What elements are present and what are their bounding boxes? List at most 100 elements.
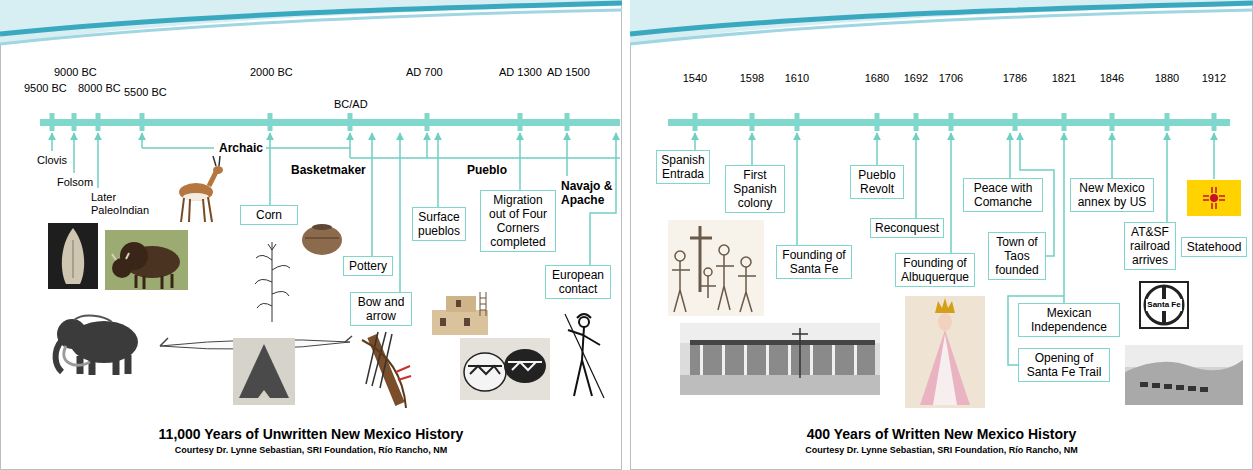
entrada-sketch-picture bbox=[675, 251, 685, 261]
timeline-event-box: Surface pueblos bbox=[412, 207, 466, 241]
entrada-sketch-picture bbox=[738, 267, 756, 312]
mammoth-picture bbox=[80, 355, 128, 375]
mammoth-picture bbox=[64, 346, 90, 365]
timeline-tick bbox=[875, 113, 880, 131]
virgin-statue-picture bbox=[935, 298, 955, 313]
timeline-event-box: First Spanish colony bbox=[725, 165, 785, 213]
virgin-statue-picture bbox=[905, 296, 985, 408]
header-swoosh bbox=[0, 10, 622, 44]
new-mexico-flag bbox=[1203, 187, 1225, 209]
credit-line: Courtesy Dr. Lynne Sebastian, SRI Founda… bbox=[0, 445, 622, 456]
santa-fe-building-photo bbox=[690, 340, 875, 345]
leader-line bbox=[751, 133, 753, 165]
era-leader bbox=[51, 133, 53, 151]
timeline-tick bbox=[565, 113, 570, 131]
antelope-picture bbox=[181, 197, 212, 222]
leader-line bbox=[1166, 133, 1168, 222]
quiver-picture bbox=[362, 332, 411, 408]
santa-fe-building-photo bbox=[766, 345, 769, 375]
event-text: Mexican Independence bbox=[1022, 306, 1116, 334]
timeline-tick bbox=[1165, 113, 1170, 131]
timeline-tick bbox=[1212, 113, 1217, 131]
era-leader bbox=[350, 157, 427, 159]
timeline-event-box: Founding of Santa Fe bbox=[776, 245, 852, 279]
leader-line bbox=[876, 133, 878, 165]
timeline-tick bbox=[1110, 113, 1115, 131]
leader-line bbox=[694, 133, 696, 150]
arrowhead-picture bbox=[258, 390, 270, 398]
leader-line bbox=[437, 133, 439, 207]
event-text: AT&SF railroad arrives bbox=[1128, 225, 1172, 267]
timeline-tick bbox=[50, 113, 55, 131]
timeline-tick bbox=[268, 113, 273, 131]
year-label: 1680 bbox=[857, 72, 897, 85]
date-label: BC/AD bbox=[334, 98, 368, 111]
era-leader bbox=[426, 133, 428, 158]
railroad-photo bbox=[1176, 385, 1184, 390]
antelope-picture bbox=[209, 172, 216, 186]
timeline-tick bbox=[518, 113, 523, 131]
event-text: European contact bbox=[549, 268, 607, 296]
mammoth-picture bbox=[56, 316, 138, 375]
header-swoosh bbox=[0, 3, 622, 34]
timeline-tick bbox=[914, 113, 919, 131]
event-text: First Spanish colony bbox=[729, 168, 781, 210]
year-label: 1610 bbox=[777, 72, 817, 85]
timeline-event-box: Peace with Comanche bbox=[963, 178, 1043, 212]
event-text: Town of Taos founded bbox=[992, 235, 1042, 277]
virgin-statue-picture bbox=[938, 313, 952, 331]
virgin-statue-picture bbox=[920, 330, 970, 405]
date-label: 2000 BC bbox=[250, 66, 293, 79]
timeline-tick bbox=[72, 113, 77, 131]
era-leader bbox=[141, 133, 143, 148]
arrowhead-picture bbox=[233, 338, 295, 405]
santa-fe-building-photo bbox=[810, 345, 813, 375]
event-text: Corn bbox=[244, 208, 294, 222]
year-label: 1692 bbox=[896, 72, 936, 85]
santa-fe-logo bbox=[1140, 282, 1188, 328]
event-text: Statehood bbox=[1185, 240, 1243, 254]
santa-fe-building-photo bbox=[700, 345, 857, 375]
date-label: 9000 BC bbox=[54, 66, 97, 79]
leader-line bbox=[915, 133, 917, 218]
event-text: New Mexico annex by US bbox=[1074, 181, 1150, 209]
timeline-bar bbox=[40, 119, 620, 126]
year-label: 1912 bbox=[1194, 72, 1234, 85]
year-label: 1880 bbox=[1147, 72, 1187, 85]
santa-fe-logo bbox=[1140, 282, 1188, 328]
timeline-tick bbox=[96, 113, 101, 131]
entrada-sketch-picture bbox=[668, 220, 764, 316]
quiver-picture bbox=[396, 366, 411, 380]
event-text: Spanish Entrada bbox=[660, 153, 706, 181]
era-leader bbox=[97, 133, 99, 188]
date-label: 5500 BC bbox=[124, 86, 167, 99]
santa-fe-building-photo bbox=[690, 343, 875, 375]
pottery-bowls-picture bbox=[464, 353, 506, 391]
mammoth-picture bbox=[74, 316, 112, 322]
bison-picture bbox=[105, 230, 188, 290]
santa-fe-building-photo bbox=[680, 323, 880, 395]
arrowhead-picture bbox=[239, 344, 289, 398]
era-label: Archaic bbox=[218, 141, 264, 155]
bison-picture bbox=[112, 253, 129, 260]
entrada-sketch-picture bbox=[672, 245, 756, 312]
panel-frame bbox=[1, 1, 622, 470]
event-text: Founding of Santa Fe bbox=[780, 248, 848, 276]
corn-plant-picture bbox=[255, 255, 290, 308]
header-swoosh bbox=[630, 3, 1253, 34]
year-label: 1540 bbox=[675, 72, 715, 85]
timeline-event-box: Bow and arrow bbox=[350, 292, 412, 326]
timeline-event-box: Pueblo Revolt bbox=[850, 165, 904, 199]
event-text: Pueblo Revolt bbox=[854, 168, 900, 196]
era-leader bbox=[427, 157, 620, 159]
bison-picture bbox=[105, 230, 188, 290]
pueblo-building-picture bbox=[432, 292, 488, 335]
timeline-event-box: Town of Taos founded bbox=[988, 232, 1046, 280]
quiver-picture bbox=[362, 340, 406, 408]
logo-text: Santa Fe bbox=[1146, 300, 1182, 310]
antelope-picture bbox=[213, 156, 220, 166]
leader-line bbox=[399, 133, 401, 292]
corn-plant-picture bbox=[268, 242, 276, 250]
leader-line bbox=[950, 133, 952, 253]
clovis-point-picture bbox=[48, 223, 98, 289]
